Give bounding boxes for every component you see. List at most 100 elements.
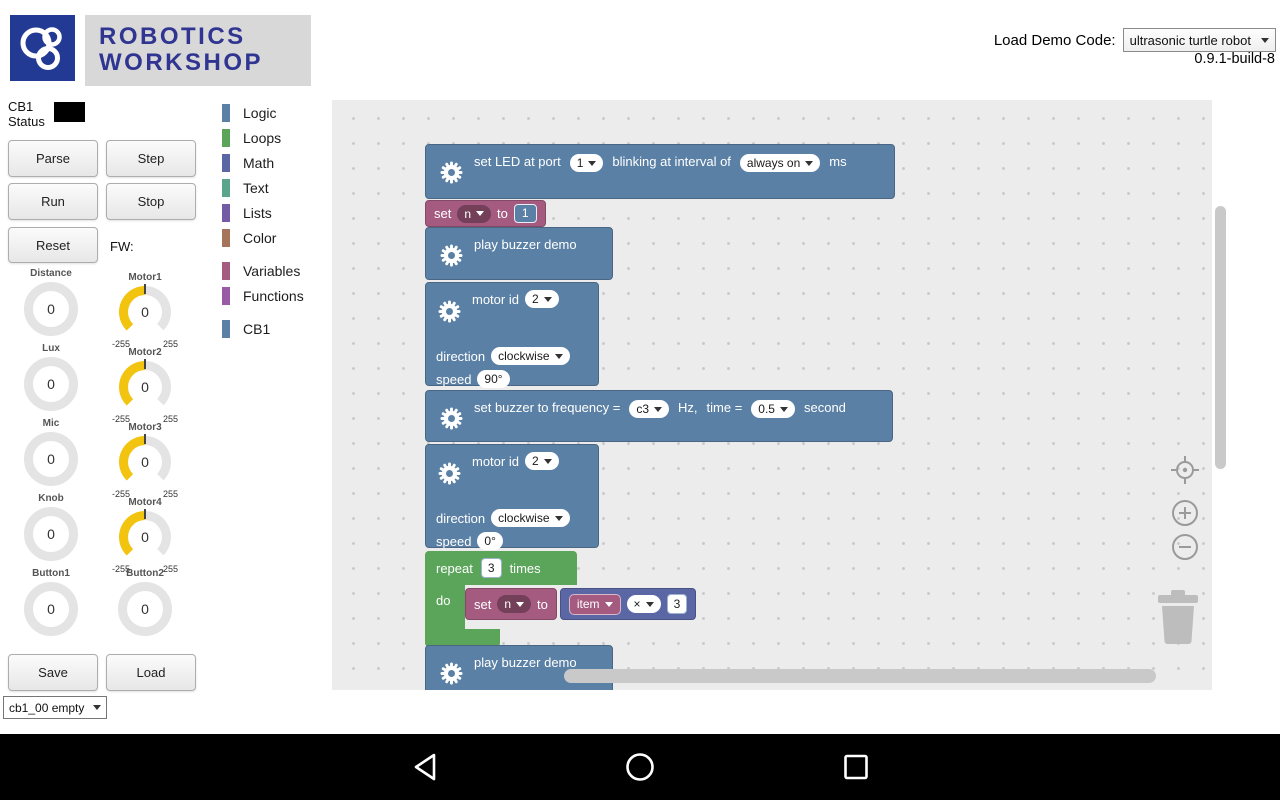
motor-direction-dropdown[interactable]: clockwise [491, 509, 570, 527]
toolbox-category-lists[interactable]: Lists [215, 200, 332, 225]
toolbox-category-logic[interactable]: Logic [215, 100, 332, 125]
block-label: to [497, 206, 508, 221]
toolbox-category-cb1[interactable]: CB1 [215, 316, 332, 341]
block-motor-b[interactable]: motor id 2 direction clockwise speed 0° [425, 444, 599, 550]
gauge-label: Knob [38, 493, 64, 504]
frequency-dropdown[interactable]: c3 [629, 400, 670, 418]
home-icon[interactable] [625, 752, 655, 782]
recents-icon[interactable] [843, 752, 869, 782]
block-motor-a[interactable]: motor id 2 direction clockwise speed 90° [425, 282, 599, 388]
parse-button[interactable]: Parse [8, 140, 98, 177]
gear-icon[interactable] [438, 660, 465, 687]
motor-speed-field[interactable]: 90° [477, 370, 510, 388]
field-value: c3 [636, 402, 650, 416]
variable-item-dropdown[interactable]: item [568, 593, 621, 615]
caret-down-icon [554, 515, 563, 521]
block-set-variable-n-2[interactable]: set n to [465, 588, 557, 620]
zoom-reset-icon[interactable] [1170, 455, 1200, 485]
motor-direction-dropdown[interactable]: clockwise [491, 347, 570, 365]
toolbox-category-functions[interactable]: Functions [215, 283, 332, 308]
gauge-value: 0 [47, 451, 55, 467]
motor-id-dropdown[interactable]: 2 [524, 452, 559, 470]
block-label: ms [829, 154, 847, 169]
gauge-max: 255 [162, 564, 178, 574]
horizontal-scrollbar[interactable] [564, 669, 1156, 683]
caret-down-icon [554, 353, 563, 359]
back-icon[interactable] [412, 752, 438, 782]
block-math-expression[interactable]: item × 3 [559, 588, 697, 620]
zoom-out-icon[interactable] [1171, 533, 1199, 561]
block-set-buzzer-frequency[interactable]: set buzzer to frequency = c3 Hz, time = … [425, 390, 893, 442]
category-color-bar [222, 261, 230, 280]
load-button[interactable]: Load [106, 654, 196, 691]
block-label: set [474, 596, 492, 612]
number-shadow-field[interactable]: 1 [513, 204, 537, 223]
field-value: clockwise [498, 349, 550, 363]
stop-button[interactable]: Stop [106, 183, 196, 220]
category-color-bar [222, 203, 230, 222]
step-button[interactable]: Step [106, 140, 196, 177]
gauge-value: 0 [47, 301, 55, 317]
trash-icon[interactable] [1156, 590, 1200, 644]
app-title: ROBOTICS WORKSHOP [85, 15, 311, 86]
category-color-bar [222, 103, 230, 122]
category-color-bar [222, 319, 230, 338]
led-interval-dropdown[interactable]: always on [739, 154, 821, 172]
gauge-label: Motor3 [128, 422, 162, 433]
gear-icon[interactable] [436, 460, 463, 487]
block-label: motor id [472, 453, 519, 469]
sensor-gauge-button1: Button1 0 [22, 568, 80, 636]
block-set-led[interactable]: set LED at port 1 blinking at interval o… [425, 144, 895, 199]
block-set-variable-n[interactable]: set n to 1 [425, 200, 546, 227]
gauge-max: 255 [162, 414, 178, 424]
variable-n-dropdown[interactable]: n [457, 204, 492, 223]
field-value: 0° [484, 534, 496, 548]
repeat-count-field[interactable]: 3 [480, 558, 502, 578]
block-label: speed [436, 533, 472, 549]
zoom-in-icon[interactable] [1171, 499, 1199, 527]
reset-button[interactable]: Reset [8, 227, 98, 263]
block-label: Hz, [678, 400, 698, 415]
gear-icon[interactable] [438, 242, 465, 269]
toolbox-category-loops[interactable]: Loops [215, 125, 332, 150]
variable-n-dropdown[interactable]: n [497, 595, 532, 613]
demo-code-select[interactable]: ultrasonic turtle robot [1122, 28, 1276, 52]
run-button[interactable]: Run [8, 183, 98, 220]
block-play-buzzer-demo-1[interactable]: play buzzer demo [425, 227, 613, 280]
vertical-scrollbar[interactable] [1215, 206, 1226, 469]
block-label: play buzzer demo [474, 655, 577, 670]
led-port-dropdown[interactable]: 1 [569, 154, 604, 172]
category-label: Text [243, 179, 269, 196]
operator-dropdown[interactable]: × [626, 595, 661, 613]
motor-speed-field[interactable]: 0° [477, 532, 503, 550]
repeat-header[interactable]: repeat 3 times [425, 551, 577, 585]
gear-icon[interactable] [438, 405, 465, 432]
motor-id-dropdown[interactable]: 2 [524, 290, 559, 308]
toolbox-category-math[interactable]: Math [215, 150, 332, 175]
block-play-buzzer-demo-2[interactable]: play buzzer demo [425, 645, 613, 690]
field-value: n [464, 206, 472, 221]
file-select[interactable]: cb1_00 empty [3, 696, 108, 719]
save-button[interactable]: Save [8, 654, 98, 691]
block-label: to [537, 596, 548, 612]
caret-down-icon [588, 160, 597, 166]
toolbox-category-variables[interactable]: Variables [215, 258, 332, 283]
gauge-label: Button1 [32, 568, 70, 579]
time-dropdown[interactable]: 0.5 [751, 400, 795, 418]
gear-icon[interactable] [438, 159, 465, 186]
number-shadow-field[interactable]: 3 [666, 594, 688, 614]
gauge-value: 0 [141, 454, 149, 470]
blockly-workspace[interactable]: set LED at port 1 blinking at interval o… [332, 100, 1212, 690]
toolbox-category-color[interactable]: Color [215, 225, 332, 250]
toolbox-category-text[interactable]: Text [215, 175, 332, 200]
block-repeat[interactable]: repeat 3 times do set n to item × 3 [425, 551, 697, 647]
category-color-bar [222, 286, 230, 305]
gauge-min: -255 [112, 489, 131, 499]
gear-icon[interactable] [436, 298, 463, 325]
block-label: direction [436, 348, 486, 364]
field-value: 90° [484, 372, 503, 386]
category-color-bar [222, 128, 230, 147]
